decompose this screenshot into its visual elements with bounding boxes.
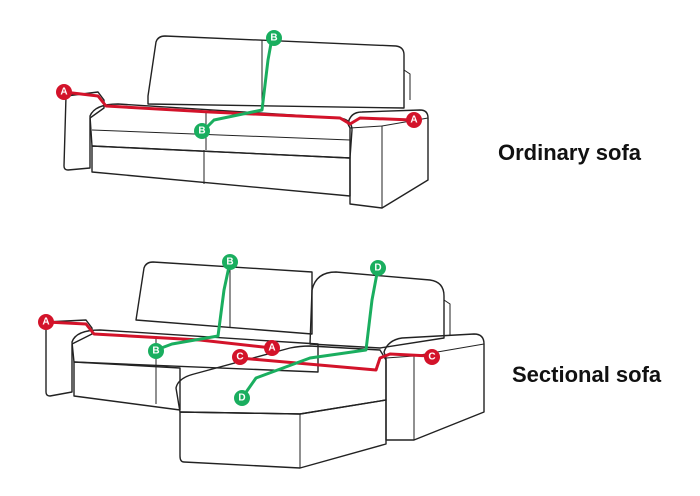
sectional-measure-b-line	[154, 260, 232, 352]
sectional-marker-c-left: C	[232, 349, 248, 365]
sectional-sofa-right-arm	[383, 333, 485, 441]
sectional-marker-b-bottom: B	[148, 343, 164, 359]
sectional-marker-c-right: C	[424, 349, 440, 365]
svg-text:D: D	[238, 393, 245, 404]
sectional-sofa-caption: Sectional sofa	[512, 362, 662, 387]
ordinary-sofa-right-arm	[347, 109, 429, 209]
ordinary-measure-a-line	[62, 90, 414, 126]
svg-text:B: B	[152, 346, 159, 357]
sectional-chaise-seat	[175, 345, 387, 415]
sectional-marker-a-right: A	[264, 340, 280, 356]
sectional-chaise-base	[179, 399, 387, 469]
ordinary-sofa-backrest	[147, 35, 405, 109]
svg-text:A: A	[42, 317, 49, 328]
ordinary-measure-b-line	[202, 36, 274, 132]
svg-text:A: A	[60, 87, 67, 98]
sectional-chaise-backrest	[309, 271, 445, 349]
svg-text:C: C	[428, 352, 435, 363]
ordinary-sofa-drawing	[63, 35, 429, 209]
sectional-marker-b-top: B	[222, 254, 238, 270]
sectional-sofa-seat	[71, 329, 319, 373]
sectional-sofa-backrest	[135, 261, 313, 335]
sectional-marker-d-bottom: D	[234, 390, 250, 406]
sectional-marker-a-left: A	[38, 314, 54, 330]
ordinary-marker-b-bottom: B	[194, 123, 210, 139]
svg-text:A: A	[268, 343, 275, 354]
svg-text:B: B	[226, 257, 233, 268]
ordinary-sofa-caption: Ordinary sofa	[498, 140, 642, 165]
svg-text:B: B	[198, 126, 205, 137]
svg-text:A: A	[410, 115, 417, 126]
sectional-measure-a-line	[44, 320, 274, 350]
svg-text:D: D	[374, 263, 381, 274]
svg-text:C: C	[236, 352, 243, 363]
ordinary-marker-a-right: A	[406, 112, 422, 128]
svg-text:B: B	[270, 33, 277, 44]
sectional-measure-d-line	[240, 266, 380, 400]
sectional-sofa-drawing	[45, 261, 485, 469]
sectional-measure-c-line	[238, 352, 432, 372]
sectional-marker-d-top: D	[370, 260, 386, 276]
ordinary-marker-a-left: A	[56, 84, 72, 100]
ordinary-sofa-left-arm	[63, 91, 105, 171]
ordinary-sofa-base	[91, 145, 351, 197]
ordinary-marker-b-top: B	[266, 30, 282, 46]
